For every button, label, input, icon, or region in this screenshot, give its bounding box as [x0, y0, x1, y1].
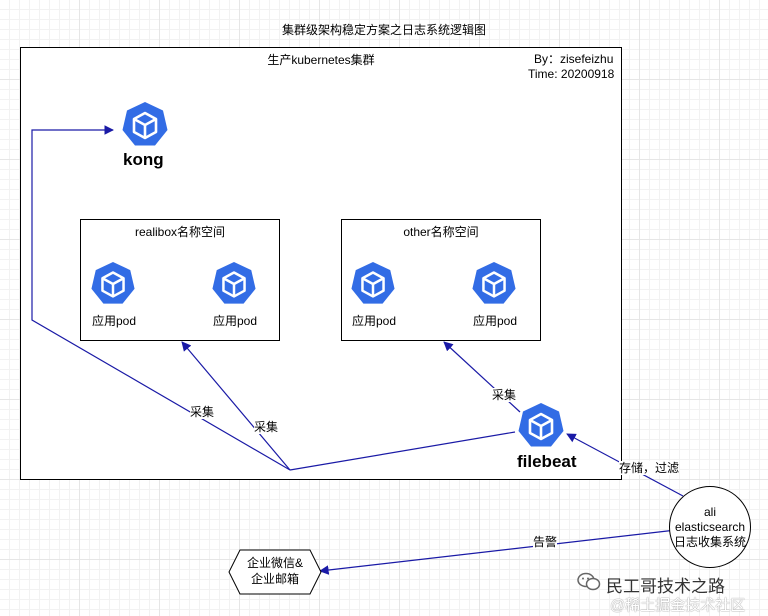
edge-collect-realibox — [181, 341, 291, 471]
cluster-label: 生产kubernetes集群 — [267, 53, 375, 67]
elasticsearch-line1: ali — [703, 505, 716, 519]
edge-label-collect-3: 采集 — [492, 388, 517, 402]
kubernetes-icon — [91, 261, 135, 304]
edge-label-collect-1: 采集 — [190, 405, 215, 419]
pod-label: 应用pod — [473, 314, 518, 328]
kubernetes-icon — [518, 403, 564, 447]
edge-alert — [319, 529, 677, 575]
diagram-title: 集群级架构稳定方案之日志系统逻辑图 — [281, 23, 486, 37]
wechat-icon — [577, 572, 601, 591]
edge-label-store-filter: 存储，过滤 — [619, 461, 680, 475]
edge-label-collect-2: 采集 — [254, 420, 279, 434]
elasticsearch-line2: elasticsearch — [674, 520, 746, 534]
kubernetes-icon — [212, 261, 256, 304]
pod-label: 应用pod — [213, 314, 258, 328]
edge-label-alert: 告警 — [533, 535, 558, 549]
watermark-line1: 民工哥技术之路 — [606, 577, 725, 596]
pod-label: 应用pod — [352, 314, 397, 328]
edge-collect-kong — [31, 125, 291, 471]
notify-line1: 企业微信& — [246, 556, 303, 570]
pod-label: 应用pod — [92, 314, 137, 328]
kubernetes-icon — [351, 261, 395, 304]
namespace-other-label: other名称空间 — [403, 225, 479, 239]
kubernetes-icon — [122, 102, 168, 146]
edge-filebeat-junction — [289, 431, 516, 471]
notify-line2: 企业邮箱 — [250, 572, 299, 586]
watermark-line2: @稀土掘金技术社区 — [610, 597, 746, 614]
notify-node — [228, 549, 322, 595]
time-label: Time: 20200918 — [528, 67, 615, 81]
kong-label: kong — [123, 150, 164, 169]
elasticsearch-line3: 日志收集系统 — [673, 535, 746, 549]
author-label: By：zisefeizhu — [534, 52, 614, 66]
namespace-realibox-label: realibox名称空间 — [134, 225, 226, 239]
filebeat-label: filebeat — [517, 452, 577, 471]
kubernetes-icon — [472, 261, 516, 304]
elasticsearch-node — [669, 486, 751, 568]
